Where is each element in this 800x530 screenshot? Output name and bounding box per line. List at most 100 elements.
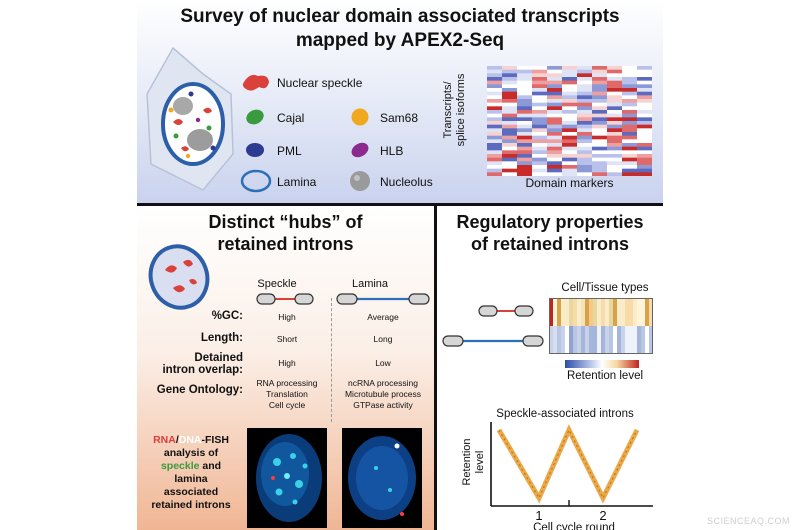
heatmap-cell: [592, 66, 608, 70]
heatmap-cell: [487, 165, 503, 169]
tissue-cell: [565, 326, 570, 354]
speckle-length: Short: [276, 334, 298, 344]
heatmap-cell: [607, 146, 623, 151]
heatmap-cell: [517, 146, 533, 151]
tissue-cell: [585, 298, 590, 326]
tissue-cell: [597, 298, 602, 326]
heatmap-cell: [607, 150, 623, 155]
heatmap-cell: [517, 150, 533, 155]
heatmap-cell: [607, 157, 623, 162]
heatmap-cell: [592, 146, 608, 151]
tissue-cell: [581, 298, 586, 326]
heatmap-cell: [517, 113, 533, 118]
short-intron-icon: [478, 305, 534, 317]
heatmap-cell: [607, 128, 623, 133]
heatmap-cell: [547, 113, 563, 118]
retention-colorbar: [565, 360, 639, 368]
speckle-go-3: Cell cycle: [268, 400, 306, 410]
heatmap-cell: [532, 146, 548, 151]
fish-line5: retained introns: [151, 499, 231, 511]
heatmap-cell: [622, 113, 638, 118]
heatmap-cell: [607, 69, 623, 74]
heatmap-cell: [622, 69, 638, 74]
heatmap-cell: [532, 80, 548, 85]
heatmap-cell: [487, 113, 503, 118]
heatmap-cell: [607, 132, 623, 136]
heatmap-cell: [502, 143, 518, 147]
heatmap-cell: [517, 157, 533, 162]
heatmap-cell: [532, 165, 548, 169]
tissue-cell: [601, 298, 606, 326]
heatmap-cell: [577, 77, 593, 81]
fish-line3: speckle and lamina: [143, 460, 239, 486]
heatmap-cell: [637, 91, 652, 96]
tissue-cell: [549, 298, 554, 326]
tissue-cell: [609, 298, 614, 326]
heatmap-cell: [607, 161, 623, 166]
heatmap-cell: [487, 106, 503, 111]
heatmap-cell: [592, 88, 608, 92]
heatmap-cell: [577, 157, 593, 162]
heatmap-cell: [547, 157, 563, 162]
heatmap-cell: [517, 172, 533, 176]
heatmap-cell: [577, 91, 593, 96]
heatmap-cell: [547, 168, 563, 173]
heatmap-cell: [517, 165, 533, 169]
heatmap-cell: [517, 135, 533, 140]
tissue-cell: [557, 326, 562, 354]
heatmap-cell: [592, 110, 608, 114]
heatmap-cell: [562, 91, 578, 96]
tissue-cell: [585, 326, 590, 354]
tissue-cell: [633, 298, 638, 326]
heatmap-cell: [577, 69, 593, 74]
heatmap-cell: [637, 117, 652, 122]
tick-2: 2: [599, 508, 607, 523]
heatmap-cell: [532, 91, 548, 96]
heatmap-cell: [562, 135, 578, 140]
heatmap-cell: [637, 73, 652, 78]
heatmap-cell: [637, 150, 652, 155]
heatmap-cell: [607, 66, 623, 70]
heatmap-cell: [502, 110, 518, 114]
heatmap-cell: [547, 110, 563, 114]
heatmap-cell: [502, 66, 518, 70]
heatmap-cell: [487, 161, 503, 166]
heatmap-cell: [532, 117, 548, 122]
legend-cajal: Cajal: [277, 111, 305, 125]
heatmap-cell: [622, 154, 638, 158]
heatmap-cell: [517, 91, 533, 96]
heatmap-cell: [502, 88, 518, 92]
heatmap-cell: [562, 124, 578, 129]
tissue-cell: [625, 326, 630, 354]
tissue-cell: [577, 326, 582, 354]
heatmap-cell: [532, 161, 548, 166]
tissue-cell: [593, 326, 598, 354]
heatmap-cell: [592, 132, 608, 136]
heatmap-cell: [637, 128, 652, 133]
tissue-cell: [625, 298, 630, 326]
heatmap-cell: [532, 150, 548, 155]
fish-and-lamina: and lamina: [174, 460, 222, 485]
heatmap-cell: [517, 143, 533, 147]
heatmap-cell: [637, 154, 652, 158]
heatmap-cell: [487, 124, 503, 129]
tissue-cell: [629, 326, 634, 354]
lamina-go-3: GTPase activity: [353, 400, 413, 410]
left-title-line1: Distinct “hubs” of: [208, 212, 363, 232]
heatmap-cell: [622, 172, 638, 176]
heatmap-cell: [637, 146, 652, 151]
tissue-cell: [569, 326, 574, 354]
heatmap-cell: [502, 84, 518, 89]
heatmap-cell: [622, 84, 638, 89]
heatmap-cell: [592, 157, 608, 162]
heatmap-cell: [607, 77, 623, 81]
heatmap-cell: [502, 124, 518, 129]
heatmap-cell: [637, 66, 652, 70]
heatmap-cell: [592, 150, 608, 155]
heatmap-cell: [547, 69, 563, 74]
legend-nucleolus: Nucleolus: [380, 175, 433, 189]
heatmap-cell: [622, 66, 638, 70]
heatmap-xlabel: Domain markers: [525, 176, 614, 190]
heatmap-cell: [637, 139, 652, 144]
heatmap-cell: [577, 139, 593, 144]
